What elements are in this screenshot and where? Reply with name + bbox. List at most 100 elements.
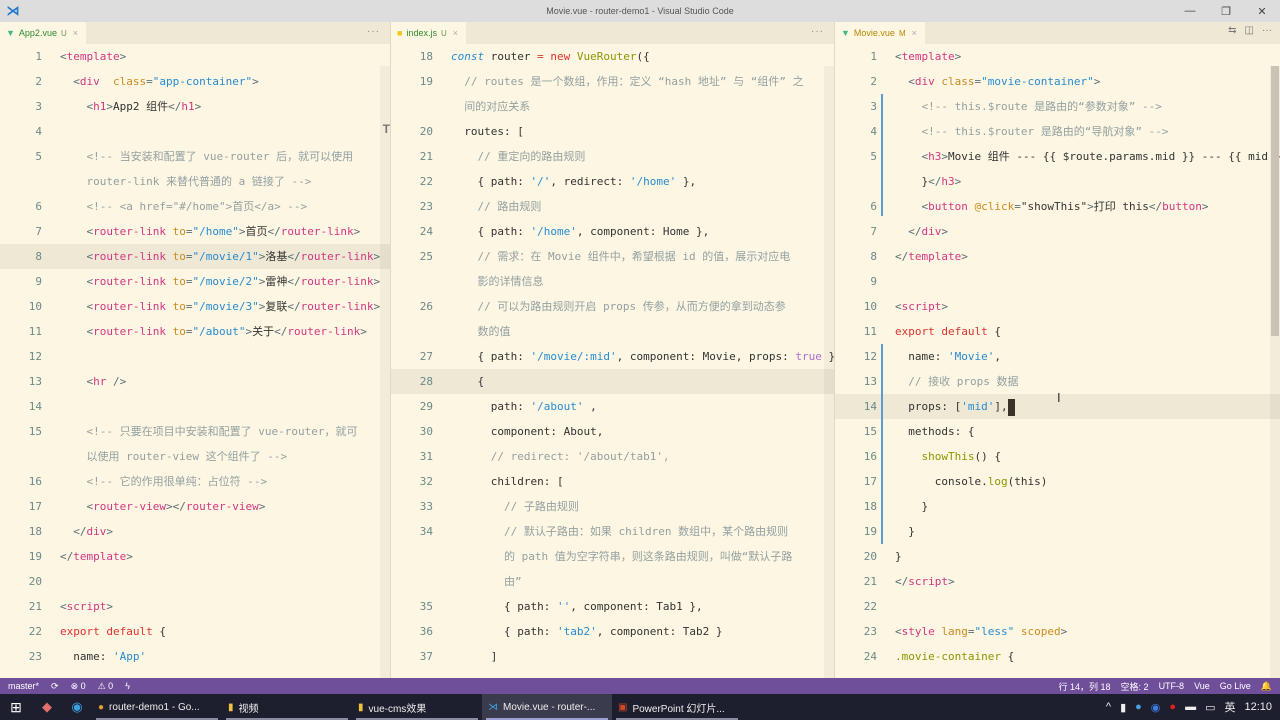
code-line[interactable]: 2 <div class="app-container"> (0, 69, 390, 94)
battery-icon[interactable]: ▬ (1185, 701, 1197, 713)
code-line[interactable]: 19 // routes 是一个数组，作用：定义 “hash 地址” 与 “组件… (391, 69, 834, 94)
code-line[interactable]: 6 <button @click="showThis">打印 this</but… (835, 194, 1280, 219)
code-line[interactable]: 17 console.log(this) (835, 469, 1280, 494)
scrollbar[interactable] (824, 66, 834, 678)
code-line[interactable]: 24.movie-container { (835, 644, 1280, 669)
code-line[interactable]: 27 { path: '/movie/:mid', component: Mov… (391, 344, 834, 369)
maximize-button[interactable]: ❐ (1221, 5, 1231, 18)
code-line[interactable]: 16 showThis() { (835, 444, 1280, 469)
code-line[interactable]: 10 <router-link to="/movie/3">复联</router… (0, 294, 390, 319)
scrollbar[interactable] (380, 66, 390, 678)
code-line[interactable]: 20 (0, 569, 390, 594)
code-line[interactable]: 23<style lang="less" scoped> (835, 619, 1280, 644)
split-editor-icon[interactable]: ◫ (1244, 25, 1254, 36)
code-line[interactable]: 10<script> (835, 294, 1280, 319)
encoding[interactable]: UTF-8 (1158, 681, 1185, 691)
ime-indicator[interactable]: 英 (1224, 702, 1236, 714)
code-line[interactable]: 19</template> (0, 544, 390, 569)
notifications-bell-icon[interactable]: 🔔 (1260, 680, 1272, 691)
pinned-app-icon[interactable]: ◆ (42, 699, 52, 714)
scrollbar[interactable] (1270, 66, 1280, 678)
git-branch[interactable]: master* (8, 681, 40, 691)
code-line[interactable]: 6 <!-- <a href="#/home">首页</a> --> (0, 194, 390, 219)
code-line[interactable]: 16 <!-- 它的作用很单纯：占位符 --> (0, 469, 390, 494)
more-actions-icon[interactable]: ··· (1262, 25, 1272, 36)
taskbar-app-folder-vue-cms[interactable]: ▮ vue-cms效果 (352, 694, 482, 720)
close-tab-icon[interactable]: × (452, 28, 458, 38)
more-actions-icon[interactable]: ··· (811, 26, 824, 37)
taskbar-app-vscode[interactable]: ⋊ Movie.vue - router-... (482, 694, 612, 720)
warnings-count[interactable]: ⚠ 0 (97, 680, 114, 691)
code-line[interactable]: 5 <h3>Movie 组件 --- {{ $route.params.mid … (835, 144, 1280, 169)
code-line[interactable]: router-link 来替代普通的 a 链接了 --> (0, 169, 390, 194)
code-line[interactable]: 3 <!-- this.$route 是路由的“参数对象” --> (835, 94, 1280, 119)
code-line[interactable]: 17 <router-view></router-view> (0, 494, 390, 519)
pause-icon[interactable]: ◉ (1150, 701, 1161, 714)
code-line[interactable]: 21 // 重定向的路由规则 (391, 144, 834, 169)
code-line[interactable]: 的 path 值为空字符串，则这条路由规则，叫做“默认子路 (391, 544, 834, 569)
language-mode[interactable]: Vue (1194, 681, 1210, 691)
code-line[interactable]: 13 <hr /> (0, 369, 390, 394)
code-line[interactable]: 7 <router-link to="/home">首页</router-lin… (0, 219, 390, 244)
tab-app2-vue[interactable]: ▼ App2.vue U × (0, 22, 86, 44)
code-line[interactable]: 18 } (835, 494, 1280, 519)
code-line[interactable]: 18 </div> (0, 519, 390, 544)
tray-overflow-icon[interactable]: ^ (1105, 701, 1112, 713)
code-line[interactable]: 37 ] (391, 644, 834, 669)
go-live-button[interactable]: Go Live (1219, 681, 1251, 691)
tab-movie-vue[interactable]: ▼ Movie.vue M × (835, 22, 925, 44)
more-actions-icon[interactable]: ··· (367, 26, 380, 37)
close-tab-icon[interactable]: × (911, 28, 917, 38)
record-icon[interactable]: ● (1169, 701, 1177, 713)
taskbar-app-powerpoint[interactable]: ▣ PowerPoint 幻灯片... (612, 694, 742, 720)
cursor-position[interactable]: 行 14，列 18 (1058, 681, 1111, 692)
code-line[interactable]: 4 (0, 119, 390, 144)
code-line[interactable]: 21</script> (835, 569, 1280, 594)
code-editor[interactable]: 1<template>2 <div class="movie-container… (835, 44, 1280, 678)
code-line[interactable]: 以使用 router-view 这个组件了 --> (0, 444, 390, 469)
minimize-button[interactable]: — (1184, 5, 1196, 17)
code-line[interactable]: 8</template> (835, 244, 1280, 269)
code-line[interactable]: 34 // 默认子路由：如果 children 数组中，某个路由规则 (391, 519, 834, 544)
code-line[interactable]: }</h3> (835, 169, 1280, 194)
code-line[interactable]: 22 (835, 594, 1280, 619)
code-line[interactable]: 24 { path: '/home', component: Home }, (391, 219, 834, 244)
taskbar-app-chrome[interactable]: ● router-demo1 - Go... (92, 694, 222, 720)
close-button[interactable]: ✕ (1257, 5, 1267, 18)
code-line[interactable]: 1<template> (835, 44, 1280, 69)
code-line[interactable]: 1<template> (0, 44, 390, 69)
code-line[interactable]: 2 <div class="movie-container"> (835, 69, 1280, 94)
microphone-icon[interactable]: ▮ (1120, 701, 1127, 714)
sync-icon[interactable]: ⟳ (51, 680, 59, 691)
code-line[interactable]: 15 <!-- 只要在项目中安装和配置了 vue-router，就可 (0, 419, 390, 444)
code-editor[interactable]: 1<template>2 <div class="app-container">… (0, 44, 390, 678)
display-icon[interactable]: ▭ (1205, 701, 1216, 714)
errors-count[interactable]: ⊗ 0 (70, 680, 86, 691)
code-line[interactable]: 12 name: 'Movie', (835, 344, 1280, 369)
code-line[interactable]: 15 methods: { (835, 419, 1280, 444)
windows-start-icon[interactable]: ⊞ (10, 698, 22, 715)
code-line[interactable]: 28 { (391, 369, 834, 394)
code-line[interactable]: 32 children: [ (391, 469, 834, 494)
code-line[interactable]: 19 } (835, 519, 1280, 544)
code-line[interactable]: 35 { path: '', component: Tab1 }, (391, 594, 834, 619)
code-line[interactable]: 由” (391, 569, 834, 594)
code-line[interactable]: 11 <router-link to="/about">关于</router-l… (0, 319, 390, 344)
code-line[interactable]: 数的值 (391, 319, 834, 344)
clock[interactable]: 12:10 (1244, 701, 1272, 713)
tab-index-js[interactable]: ■ index.js U × (391, 22, 466, 44)
code-line[interactable]: 影的详情信息 (391, 269, 834, 294)
code-line[interactable]: 间的对应关系 (391, 94, 834, 119)
edge-icon[interactable]: ◉ (71, 699, 83, 714)
code-line[interactable]: 9 (835, 269, 1280, 294)
code-line[interactable]: 23 name: 'App' (0, 644, 390, 669)
code-line[interactable]: 9 <router-link to="/movie/2">雷神</router-… (0, 269, 390, 294)
code-line[interactable]: 33 // 子路由规则 (391, 494, 834, 519)
code-line[interactable]: 13 // 接收 props 数据 (835, 369, 1280, 394)
code-line[interactable]: 31 // redirect: '/about/tab1', (391, 444, 834, 469)
code-line[interactable]: 14 (0, 394, 390, 419)
code-line[interactable]: 36 { path: 'tab2', component: Tab2 } (391, 619, 834, 644)
